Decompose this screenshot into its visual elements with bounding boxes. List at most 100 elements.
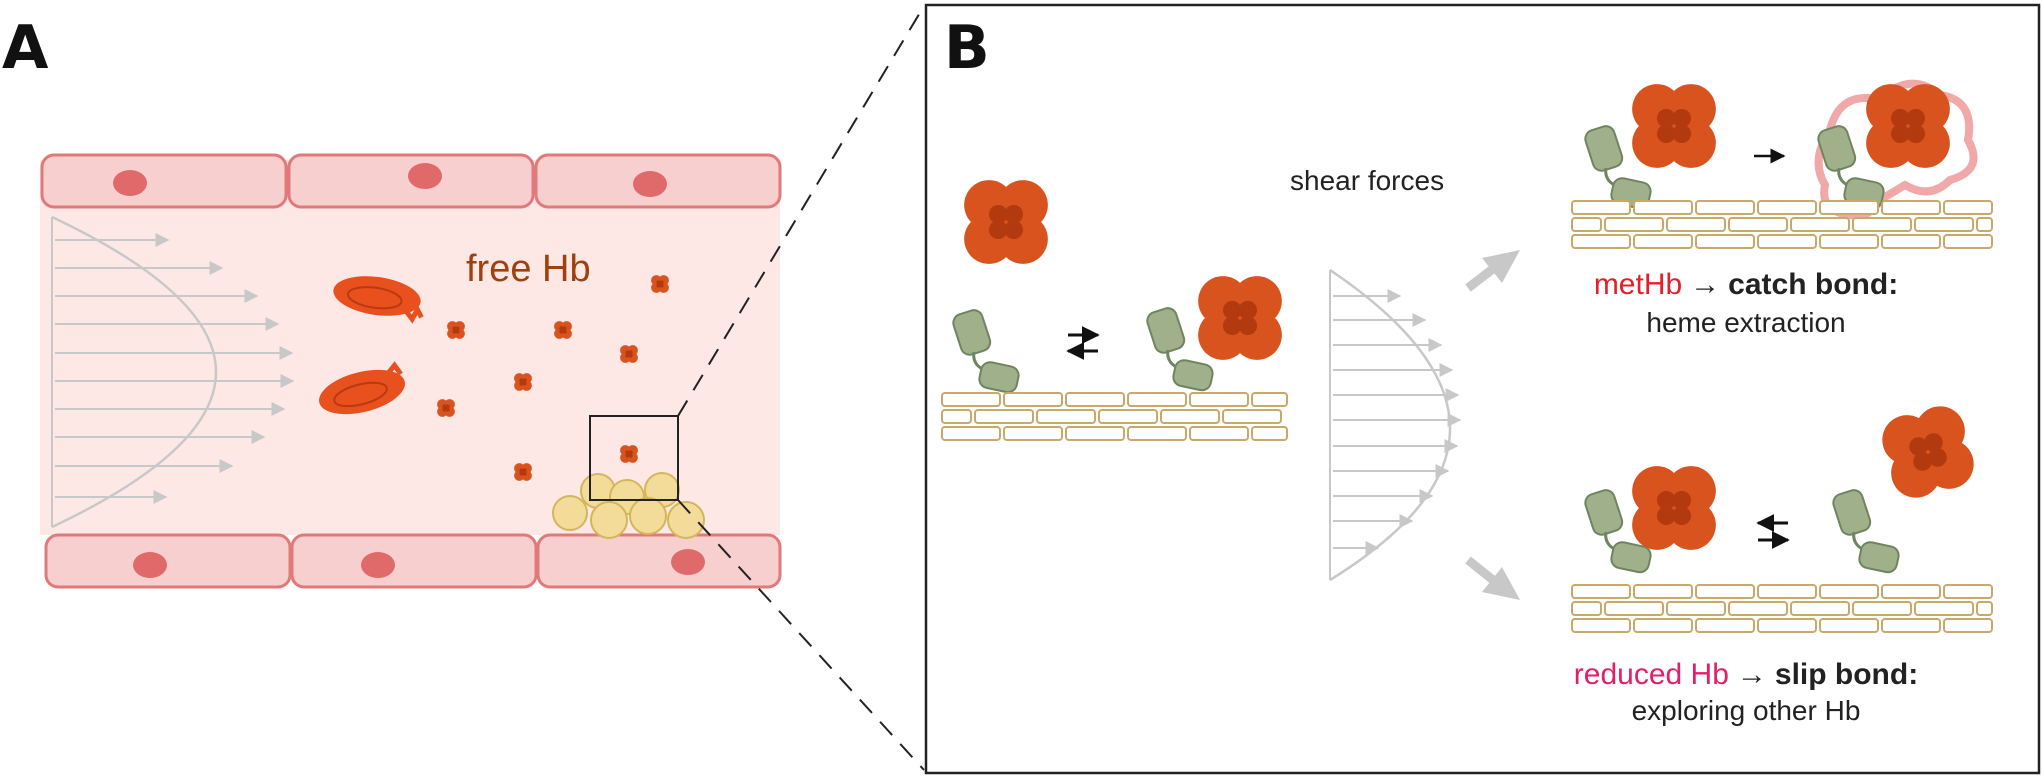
platelet [552,495,588,531]
catch-bond-caption: metHb→catch bond: [1594,268,1898,301]
flow-profile-curve [51,215,217,529]
nucleus [633,171,667,197]
hb-met [1632,84,1716,168]
shear-profile-curve [1329,268,1452,582]
hb-unbound [964,180,1048,264]
red-blood-cell [333,276,424,324]
exploring-other-hb-label: exploring other Hb [1632,695,1861,726]
zoom-connectors [677,5,925,771]
branch-arrow-up [1465,250,1520,292]
membrane-brick [1914,601,1974,616]
membrane-brick [1695,234,1755,249]
equilibrium-arrows-right [1756,514,1790,549]
panel-b-frame [924,3,2041,775]
membrane-brick [1065,426,1125,441]
membrane-brick [1881,234,1941,249]
membrane-brick [1127,426,1187,441]
nucleus [361,552,395,578]
panel-b-letter: B [944,13,990,83]
membrane-brick [1852,217,1912,232]
membrane-brick [1604,601,1664,616]
membrane-brick [1127,392,1187,407]
membrane-brick [1222,409,1282,424]
reduced-hb-label: reduced Hb [1574,658,1729,691]
membrane-brick [1695,584,1755,599]
membrane-brick [1003,392,1063,407]
membrane-bottom-right [1571,584,1993,633]
hb-bound [1198,276,1282,360]
membrane-brick [1036,409,1096,424]
membrane-brick [1976,601,1993,616]
membrane-brick [1251,392,1288,407]
hb-molecule [514,373,532,391]
membrane-brick [1160,409,1220,424]
hb-molecule [514,463,532,481]
membrane-brick [1251,426,1288,441]
membrane-left [941,392,1288,441]
colon-glyph: : [1908,658,1918,691]
membrane-brick [974,409,1034,424]
membrane-brick [1881,584,1941,599]
branch-arrow-head [1482,250,1520,283]
membrane-brick [1633,618,1693,633]
flow-arrows [55,233,295,504]
nucleus [113,170,147,196]
shear-arrows [1333,289,1462,555]
membrane-brick [1666,217,1726,232]
shear-flow-profile [1329,268,1462,582]
zoom-box [589,415,679,501]
membrane-brick [1757,584,1817,599]
membrane-brick [1819,200,1879,215]
red-blood-cell [319,361,405,415]
nucleus [408,163,442,189]
membrane-brick [1695,618,1755,633]
membrane-brick [1571,234,1631,249]
membrane-brick [941,392,1001,407]
membrane-brick [1757,234,1817,249]
membrane-brick [1604,217,1664,232]
membrane-brick [1976,217,1993,232]
endothelial-cell [290,533,538,589]
metHb-label: metHb [1594,268,1682,301]
hb-extracting [1866,84,1950,168]
platelet [590,501,628,539]
membrane-brick [1633,200,1693,215]
hb-molecule [447,321,465,339]
flow-profile [51,215,295,529]
membrane-brick [1819,584,1879,599]
zoom-connector-top [677,5,925,417]
branch-arrow-down [1465,556,1520,600]
membrane-brick [1819,234,1879,249]
nucleus [671,549,705,575]
membrane-brick [1852,601,1912,616]
membrane-brick [1757,618,1817,633]
membrane-brick [1943,584,1993,599]
membrane-brick [1790,601,1850,616]
membrane-brick [1633,584,1693,599]
membrane-brick [1695,200,1755,215]
membrane-brick [1571,584,1631,599]
free-hb-label: free Hb [466,248,591,290]
platelet [667,501,705,539]
membrane-brick [1943,200,1993,215]
hb-molecule [651,275,669,293]
membrane-brick [1065,392,1125,407]
membrane-brick [1666,601,1726,616]
heme-extraction-label: heme extraction [1646,307,1845,338]
zoom-connector-bottom [677,499,925,771]
hb-molecule [620,345,638,363]
hb-molecule [554,321,572,339]
membrane-brick [1757,200,1817,215]
branch-arrow-head [1482,567,1520,600]
membrane-brick [1728,601,1788,616]
slip-bond-caption: reduced Hb→slip bond: [1574,658,1918,691]
membrane-brick [1189,392,1249,407]
membrane-brick [1633,234,1693,249]
membrane-brick [1819,618,1879,633]
membrane-brick [1881,618,1941,633]
panel-a: A [2,13,782,589]
platelet [629,497,667,535]
hb-molecule [620,445,638,463]
vessel-lumen [40,160,780,535]
